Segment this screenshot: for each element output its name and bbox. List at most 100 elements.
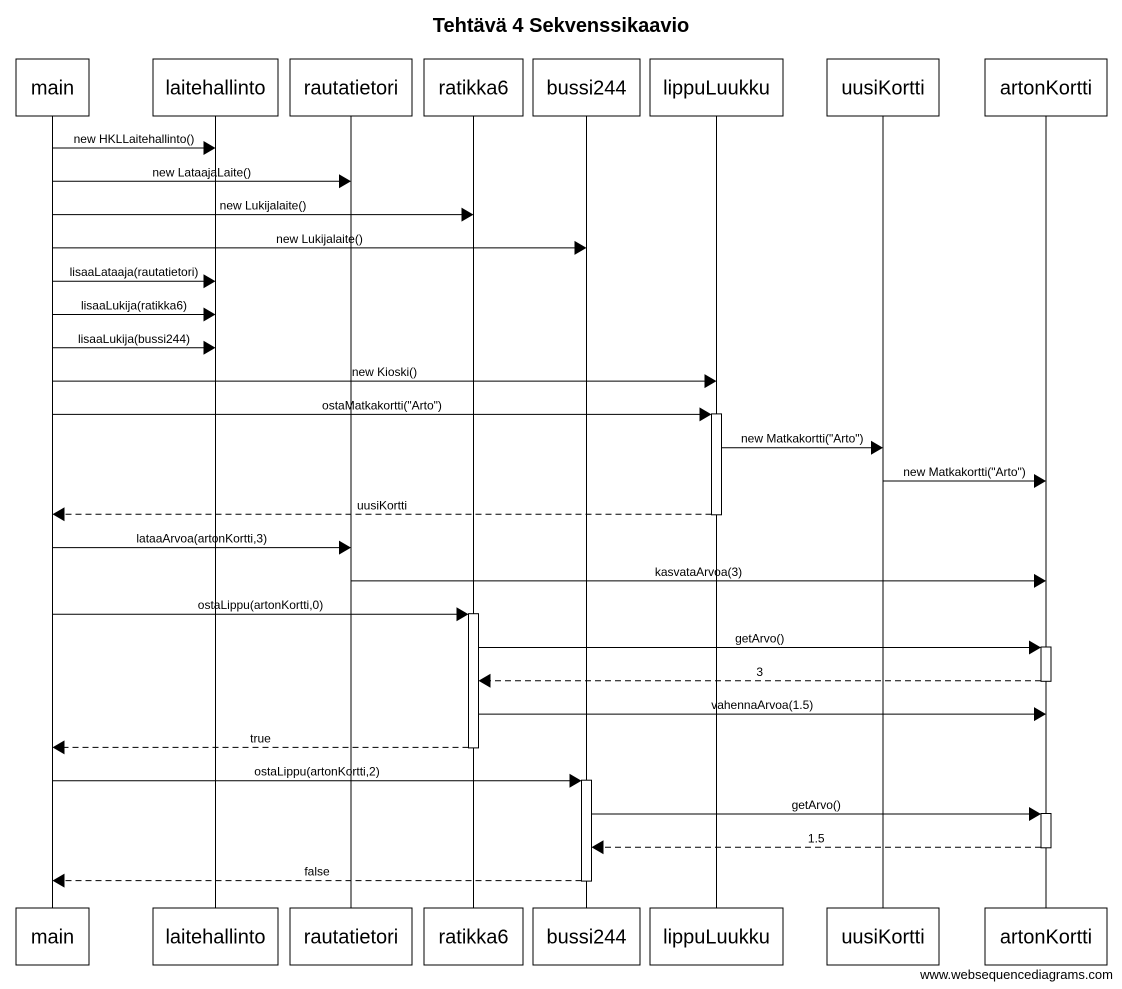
- participant-box: [826, 58, 940, 117]
- message-22: 1.5: [591, 831, 1041, 855]
- arrowhead: [591, 840, 604, 855]
- participant-box: [152, 58, 279, 117]
- message-17: 3: [478, 665, 1041, 688]
- participant-box: [649, 907, 784, 966]
- participant-ratikka6-top: ratikka6: [423, 58, 524, 117]
- diagram-title: Tehtävä 4 Sekvenssikaavio: [433, 15, 689, 37]
- message-label: getArvo(): [735, 632, 784, 646]
- participant-box: [423, 907, 524, 966]
- arrowhead: [699, 407, 712, 422]
- participant-artonkortti-bottom: artonKortti: [984, 907, 1108, 966]
- activation-bars: [468, 413, 1052, 882]
- messages: new HKLLaitehallinto() new LataajaLaite()…: [52, 132, 1046, 888]
- activation-artonkortti: [1040, 646, 1052, 682]
- participant-box: [423, 58, 524, 117]
- participant-box: [289, 907, 413, 966]
- participant-uusikortti-bottom: uusiKortti: [826, 907, 940, 966]
- participant-bussi244-top: bussi244: [532, 58, 641, 117]
- arrowhead: [1029, 807, 1041, 821]
- lifelines: [52, 116, 1047, 908]
- arrowhead: [1034, 707, 1046, 722]
- activation-lippuluukku: [711, 413, 722, 516]
- message-3: new Lukijalaite(): [52, 199, 474, 222]
- message-label: ostaLippu(artonKortti,2): [254, 765, 379, 779]
- message-label: new Matkakortti("Arto"): [741, 432, 864, 446]
- participant-lippuluukku-bottom: lippuLuukku: [649, 907, 784, 966]
- message-21: getArvo(): [591, 798, 1041, 821]
- message-label: false: [304, 865, 330, 879]
- message-1: new HKLLaitehallinto(): [52, 132, 216, 155]
- participants: mainmainlaitehallintolaitehallintorautat…: [15, 58, 1108, 966]
- arrowhead: [456, 607, 469, 622]
- participant-label: ratikka6: [438, 78, 508, 100]
- participant-uusikortti-top: uusiKortti: [826, 58, 940, 117]
- message-14: kasvataArvoa(3): [351, 565, 1046, 588]
- message-23: false: [52, 865, 582, 888]
- message-label: new Kioski(): [352, 365, 417, 379]
- message-label: vahennaArvoa(1.5): [711, 698, 813, 712]
- arrowhead: [871, 440, 883, 455]
- participant-laitehallinto-top: laitehallinto: [152, 58, 279, 117]
- message-4: new Lukijalaite(): [52, 232, 587, 255]
- message-label: new Lukijalaite(): [220, 199, 307, 213]
- message-label: true: [250, 731, 271, 745]
- arrowhead: [52, 740, 65, 755]
- participant-rautatietori-top: rautatietori: [289, 58, 413, 117]
- message-18: vahennaArvoa(1.5): [478, 698, 1046, 722]
- message-label: new HKLLaitehallinto(): [74, 132, 195, 146]
- participant-main-bottom: main: [15, 907, 90, 966]
- message-label: 1.5: [808, 831, 825, 845]
- participant-box: [984, 907, 1108, 966]
- participant-label: rautatietori: [304, 927, 399, 949]
- participant-box: [152, 907, 279, 966]
- arrowhead: [574, 240, 587, 255]
- message-label: getArvo(): [792, 798, 841, 812]
- participant-artonkortti-top: artonKortti: [984, 58, 1108, 117]
- message-7: lisaaLukija(bussi244): [52, 332, 216, 355]
- participant-bussi244-bottom: bussi244: [532, 907, 641, 966]
- message-label: lisaaLataaja(rautatietori): [70, 265, 199, 279]
- arrowhead: [1029, 640, 1041, 655]
- participant-box: [15, 58, 90, 117]
- activation-artonkortti: [1040, 813, 1052, 849]
- message-10: new Matkakortti("Arto"): [721, 432, 883, 455]
- arrowhead: [339, 174, 351, 189]
- participant-lippuluukku-top: lippuLuukku: [649, 58, 784, 117]
- participant-label: uusiKortti: [841, 927, 924, 949]
- message-label: new LataajaLaite(): [152, 165, 251, 179]
- participant-label: ratikka6: [438, 927, 508, 949]
- message-label: lisaaLukija(bussi244): [78, 332, 190, 346]
- participant-box: [984, 58, 1108, 117]
- participant-box: [15, 907, 90, 966]
- arrowhead: [203, 141, 216, 155]
- message-2: new LataajaLaite(): [52, 165, 351, 189]
- arrowhead: [203, 307, 216, 322]
- message-label: ostaLippu(artonKortti,0): [198, 598, 323, 612]
- message-15: ostaLippu(artonKortti,0): [52, 598, 469, 622]
- arrowhead: [704, 374, 717, 389]
- arrowhead: [478, 673, 491, 688]
- arrowhead: [339, 540, 351, 555]
- arrowhead: [203, 340, 216, 355]
- message-label: new Matkakortti("Arto"): [903, 465, 1026, 479]
- message-label: new Lukijalaite(): [276, 232, 363, 246]
- message-label: lataaArvoa(artonKortti,3): [136, 532, 267, 546]
- message-label: lisaaLukija(ratikka6): [81, 299, 187, 313]
- arrowhead: [461, 207, 474, 222]
- message-12: uusiKortti: [52, 498, 712, 522]
- message-label: uusiKortti: [357, 498, 407, 512]
- message-label: kasvataArvoa(3): [655, 565, 742, 579]
- arrowhead: [52, 507, 65, 522]
- watermark: www.websequencediagrams.com: [919, 967, 1113, 982]
- participant-ratikka6-bottom: ratikka6: [423, 907, 524, 966]
- arrowhead: [1034, 573, 1046, 588]
- participant-main-top: main: [15, 58, 90, 117]
- participant-label: uusiKortti: [841, 78, 924, 100]
- participant-box: [532, 907, 641, 966]
- message-11: new Matkakortti("Arto"): [883, 465, 1046, 488]
- message-5: lisaaLataaja(rautatietori): [52, 265, 216, 289]
- message-19: true: [52, 731, 469, 755]
- participant-label: main: [31, 927, 74, 949]
- message-13: lataaArvoa(artonKortti,3): [52, 532, 351, 555]
